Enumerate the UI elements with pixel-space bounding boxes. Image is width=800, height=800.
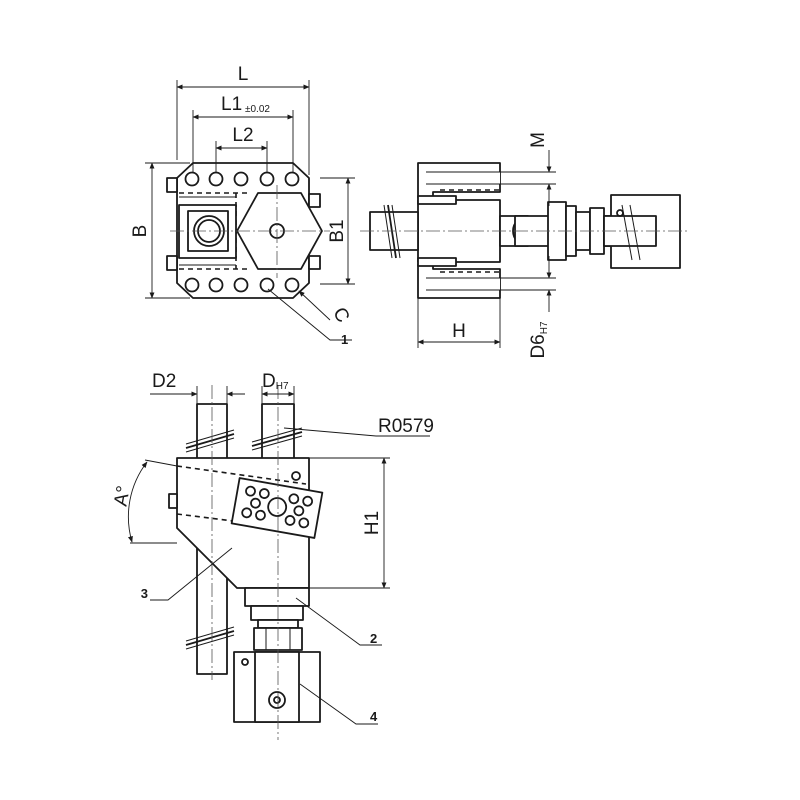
side-boss-left-top xyxy=(166,177,178,193)
dim-L-label: L xyxy=(238,64,249,85)
hole xyxy=(233,277,249,293)
side-boss-right-top xyxy=(308,193,321,208)
hole xyxy=(284,277,300,293)
dim-D6-fit: H7 xyxy=(539,321,550,334)
hole xyxy=(259,277,275,293)
dim-B-label: B xyxy=(130,225,151,238)
top-hole-row xyxy=(184,171,300,187)
dim-D-fit: H7 xyxy=(276,381,289,392)
dim-D6-main: D6 xyxy=(528,334,549,358)
hole xyxy=(184,277,200,293)
dim-D6-label: D6H7 xyxy=(528,321,550,359)
side-boss-right-bottom xyxy=(308,255,321,270)
hole xyxy=(233,171,249,187)
bottom-hole-row xyxy=(184,277,300,293)
dim-L1-label: L1 xyxy=(221,94,242,115)
lower-nut xyxy=(250,605,304,621)
dim-D-label: DH7 xyxy=(262,371,289,392)
hole xyxy=(208,277,224,293)
dim-M-label: M xyxy=(528,132,549,148)
dim-L2-label: L2 xyxy=(232,125,253,146)
dim-D-main: D xyxy=(262,371,276,392)
cylinder-face xyxy=(254,651,300,723)
dim-B1-label: B1 xyxy=(327,219,348,242)
hole xyxy=(284,171,300,187)
clamp-lip-bottom xyxy=(417,257,457,267)
dim-A-label: A° xyxy=(110,484,134,508)
block-boss xyxy=(168,493,178,509)
dim-H1-label: H1 xyxy=(362,511,383,535)
part-number-3: 3 xyxy=(141,586,148,601)
part-number-2: 2 xyxy=(370,631,377,646)
tilted-plate xyxy=(230,477,324,539)
part-number-4: 4 xyxy=(370,709,378,724)
dim-C-label: C xyxy=(328,304,353,326)
hole xyxy=(259,171,275,187)
side-view: D2 DH7 R0579 H1 A° 3 2 4 xyxy=(110,371,434,740)
side-boss-left-bottom xyxy=(166,255,178,271)
lower-flange xyxy=(244,587,310,607)
part-number-1: 1 xyxy=(341,332,348,347)
dim-D2-label: D2 xyxy=(152,371,176,392)
clamp-lip-top xyxy=(417,195,457,205)
label-R0579: R0579 xyxy=(378,416,434,437)
section-view: M D6H7 H xyxy=(360,132,690,359)
dim-L1-tolerance: ±0.02 xyxy=(245,104,270,115)
dim-H-label: H xyxy=(452,321,466,342)
hole xyxy=(208,171,224,187)
plan-view: L L1 ±0.02 L2 B B1 C 1 xyxy=(130,64,355,347)
hole xyxy=(184,171,200,187)
